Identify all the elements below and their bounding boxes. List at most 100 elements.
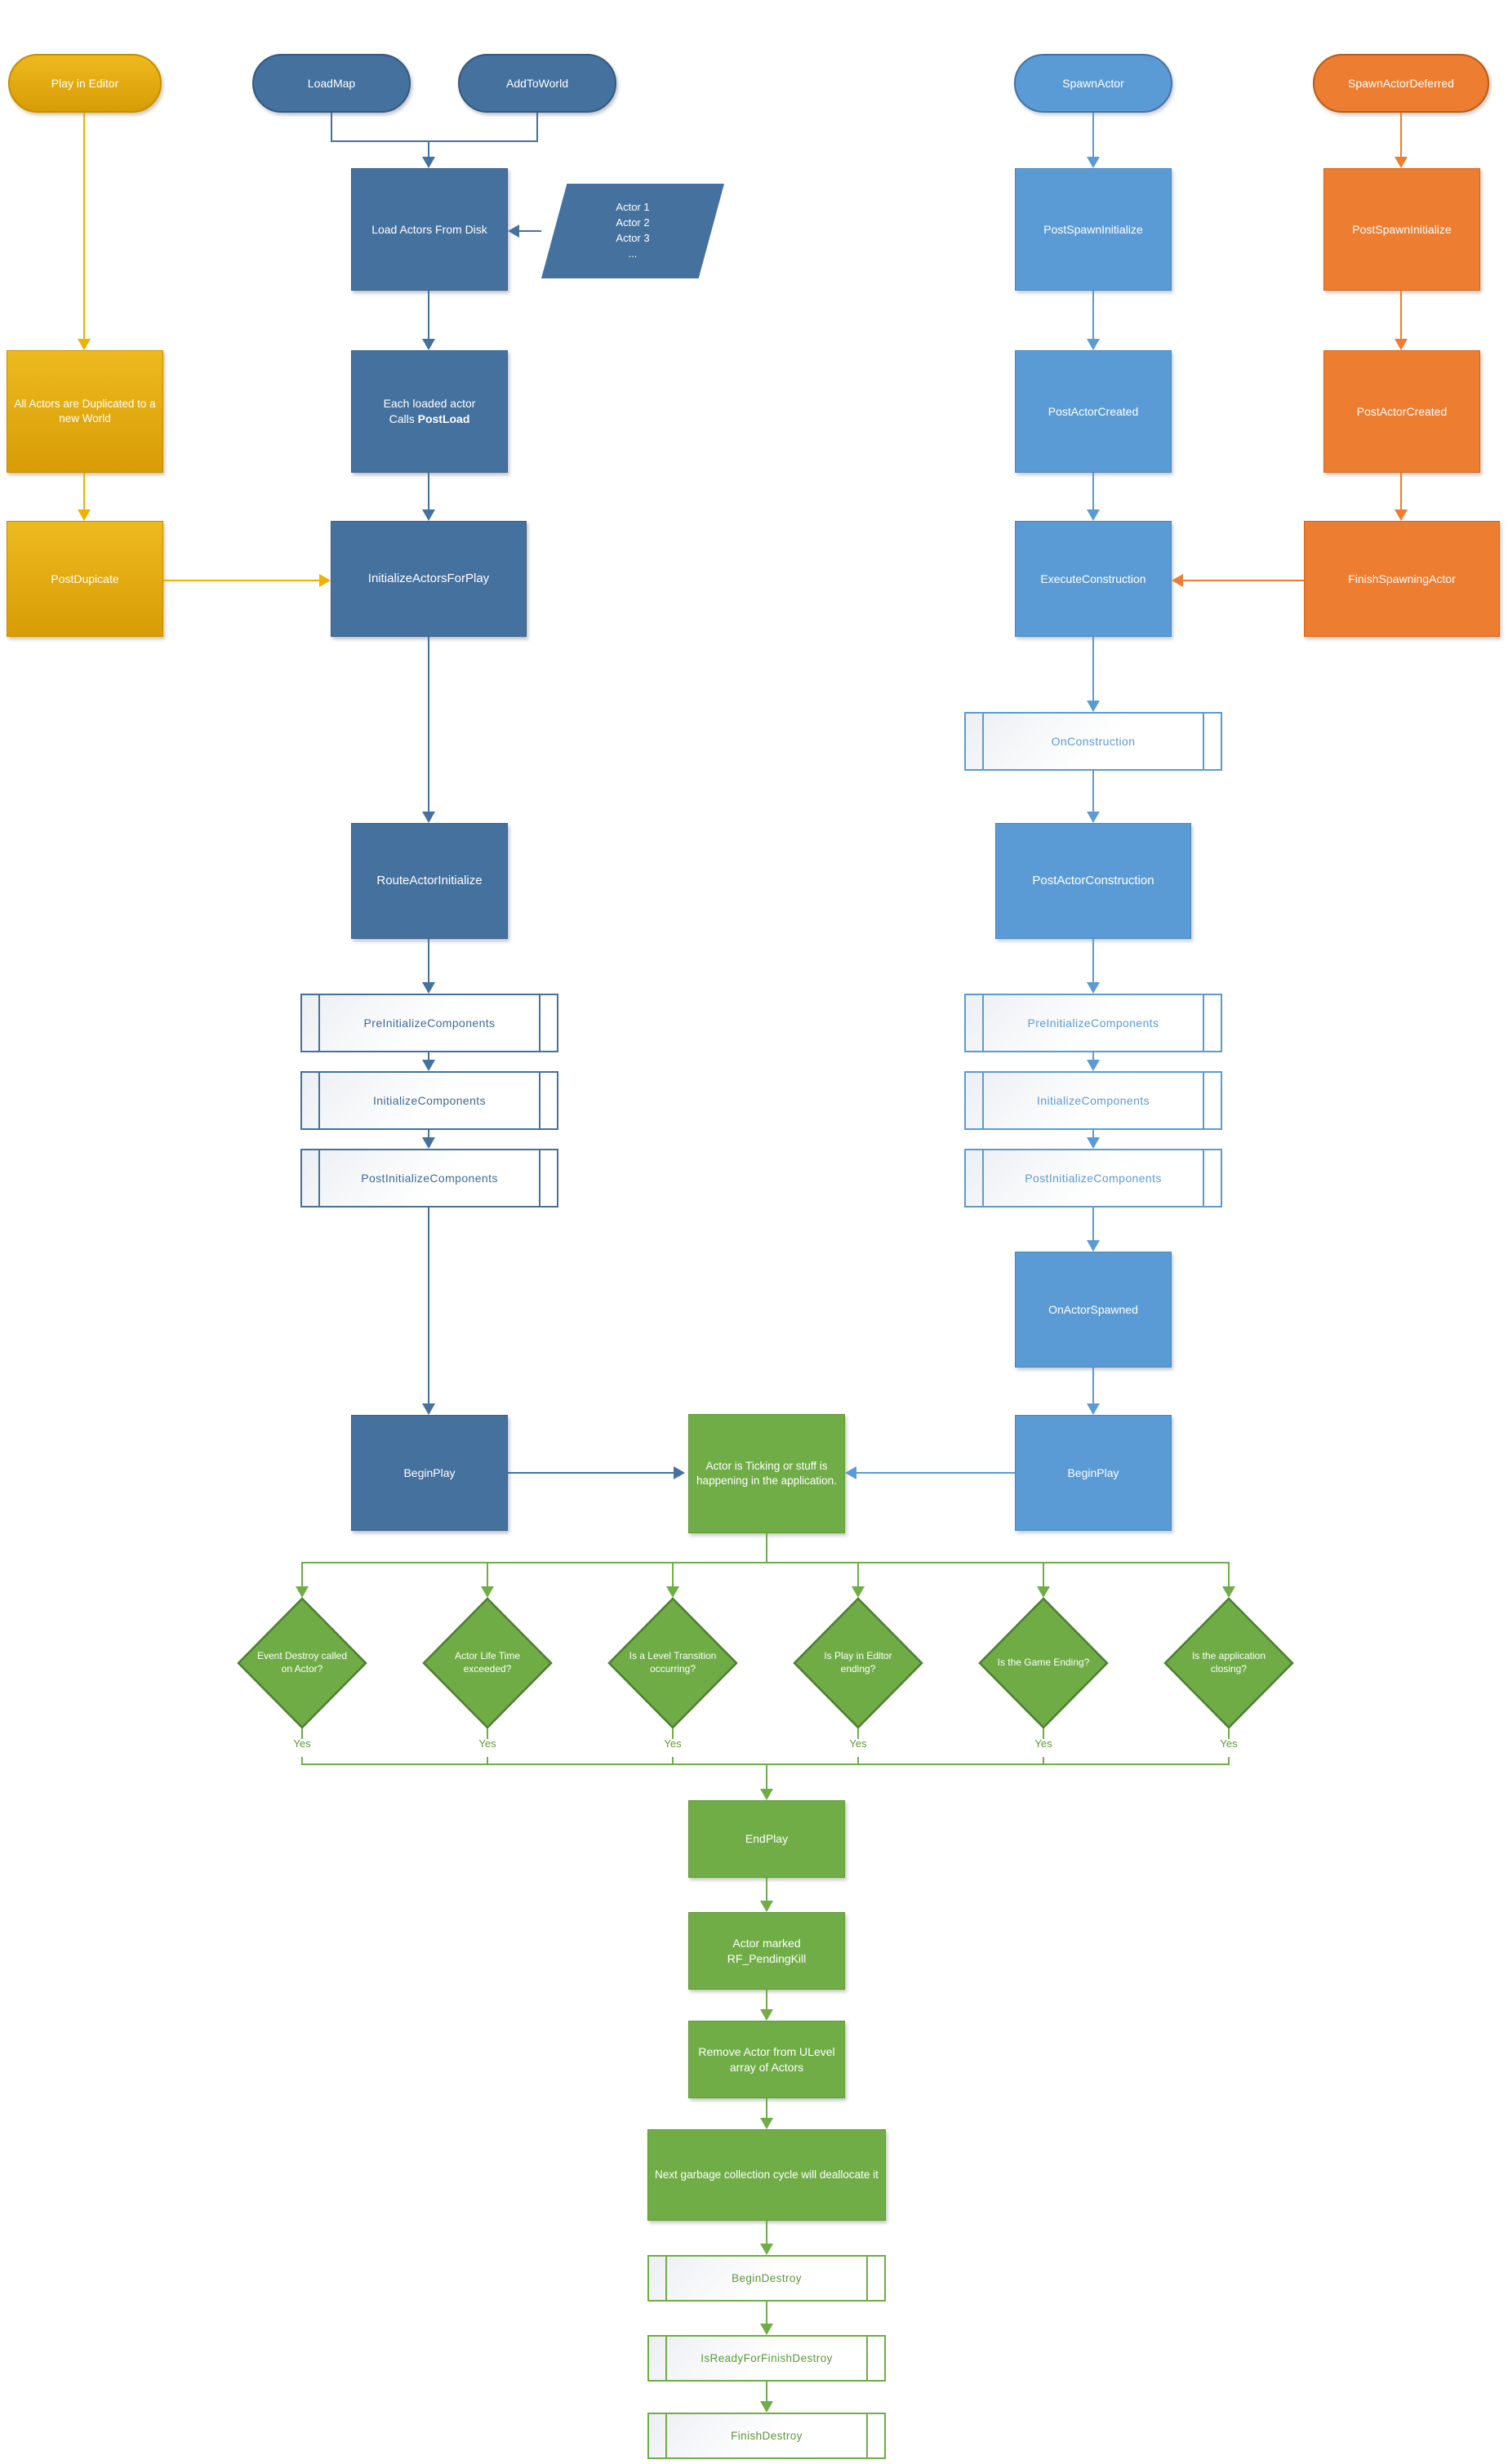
- connector: [1228, 1562, 1230, 1586]
- connector: [857, 1757, 859, 1763]
- decision-label: Is the Game Ending?: [997, 1657, 1090, 1669]
- connector: [487, 1757, 488, 1763]
- node-begin-play-left: BeginPlay: [351, 1415, 508, 1531]
- connector: [1092, 1208, 1094, 1240]
- arrow-down-icon: [1087, 157, 1100, 168]
- node-execute-construction: ExecuteConstruction: [1015, 521, 1172, 637]
- arrow-down-icon: [1222, 1586, 1235, 1598]
- calls-label: Calls: [389, 412, 418, 425]
- decision-label: Is a Level Transition occurring?: [629, 1650, 717, 1675]
- node-each-loaded-actor-postload: Each loaded actor Calls PostLoad: [351, 350, 508, 473]
- node-post-spawn-initialize-deferred: PostSpawnInitialize: [1323, 168, 1480, 291]
- arrow-down-icon: [1087, 1060, 1100, 1071]
- arrow-down-icon: [1087, 982, 1100, 994]
- connector: [766, 2221, 767, 2244]
- connector: [1043, 1757, 1044, 1763]
- arrow-left-icon: [508, 225, 519, 238]
- arrow-down-icon: [422, 339, 435, 350]
- arrow-down-icon: [852, 1586, 865, 1598]
- connector: [857, 1562, 859, 1586]
- connector: [672, 1728, 674, 1739]
- node-post-actor-construction: PostActorConstruction: [995, 823, 1191, 939]
- arrow-down-icon: [760, 1789, 773, 1800]
- connector: [83, 473, 85, 509]
- actor-list-item: Actor 3: [616, 232, 650, 244]
- node-pre-initialize-components-right: PreInitializeComponents: [964, 994, 1222, 1052]
- yes-label: Yes: [293, 1737, 311, 1750]
- node-post-initialize-components-right: PostInitializeComponents: [964, 1149, 1222, 1208]
- connector: [1092, 473, 1094, 509]
- arrow-down-icon: [760, 2401, 773, 2413]
- connector: [856, 1472, 1015, 1474]
- connector: [519, 230, 541, 232]
- decision-level-transition: Is a Level Transition occurring?: [607, 1597, 738, 1729]
- node-initialize-components-right: InitializeComponents: [964, 1071, 1222, 1130]
- connector: [428, 140, 429, 157]
- connector: [428, 637, 429, 812]
- connector: [672, 1562, 674, 1586]
- connector: [428, 473, 429, 509]
- node-pre-initialize-components-left: PreInitializeComponents: [300, 994, 558, 1052]
- connector: [766, 1763, 767, 1789]
- connector: [857, 1728, 859, 1739]
- connector: [1092, 637, 1094, 701]
- connector: [1400, 113, 1402, 157]
- arrow-down-icon: [760, 1901, 773, 1912]
- arrow-down-icon: [422, 982, 435, 994]
- node-on-actor-spawned: OnActorSpawned: [1015, 1252, 1172, 1368]
- connector: [331, 140, 538, 142]
- connector: [428, 1052, 429, 1060]
- arrow-down-icon: [481, 1586, 494, 1598]
- arrow-down-icon: [1087, 701, 1100, 712]
- connector: [766, 1878, 767, 1901]
- each-loaded-line1: Each loaded actor: [383, 397, 476, 411]
- connector: [331, 113, 332, 140]
- arrow-left-icon: [845, 1466, 856, 1479]
- arrow-down-icon: [422, 1060, 435, 1071]
- decision-label: Is the application closing?: [1191, 1650, 1266, 1675]
- node-finish-spawning-actor: FinishSpawningActor: [1304, 521, 1500, 637]
- arrow-down-icon: [296, 1586, 309, 1598]
- connector: [428, 939, 429, 982]
- yes-label: Yes: [849, 1737, 867, 1750]
- arrow-down-icon: [666, 1586, 679, 1598]
- node-play-in-editor: Play in Editor: [8, 54, 162, 113]
- arrow-down-icon: [760, 2324, 773, 2335]
- node-actor-list-parallelogram: Actor 1 Actor 2 Actor 3 ...: [541, 184, 724, 278]
- yes-label: Yes: [664, 1737, 682, 1750]
- decision-label: Is Play in Editor ending?: [824, 1650, 892, 1675]
- connector: [301, 1728, 303, 1739]
- connector: [301, 1562, 1230, 1563]
- arrow-down-icon: [1087, 1240, 1100, 1252]
- node-post-actor-created-deferred: PostActorCreated: [1323, 350, 1480, 473]
- connector: [508, 1472, 674, 1474]
- arrow-down-icon: [1087, 339, 1100, 350]
- node-post-initialize-components-left: PostInitializeComponents: [300, 1149, 558, 1208]
- yes-label: Yes: [478, 1737, 496, 1750]
- node-route-actor-initialize: RouteActorInitialize: [351, 823, 508, 939]
- connector: [1092, 939, 1094, 982]
- node-begin-play-right: BeginPlay: [1015, 1415, 1172, 1531]
- decision-event-destroy: Event Destroy called on Actor?: [237, 1597, 367, 1729]
- node-actor-is-ticking: Actor is Ticking or stuff is happening i…: [688, 1414, 845, 1533]
- arrow-down-icon: [760, 2009, 773, 2021]
- arrow-down-icon: [760, 2118, 773, 2129]
- decision-pie-ending: Is Play in Editor ending?: [793, 1597, 923, 1729]
- node-on-construction: OnConstruction: [964, 712, 1222, 771]
- connector: [1043, 1728, 1044, 1739]
- node-add-to-world: AddToWorld: [458, 54, 616, 113]
- arrow-down-icon: [422, 1137, 435, 1149]
- node-load-actors-from-disk: Load Actors From Disk: [351, 168, 508, 291]
- arrow-right-icon: [674, 1466, 685, 1479]
- node-begin-destroy: BeginDestroy: [647, 2255, 886, 2302]
- connector: [672, 1757, 674, 1763]
- decision-label: Actor Life Time exceeded?: [454, 1650, 521, 1675]
- node-post-duplicate: PostDupicate: [7, 521, 163, 637]
- connector: [487, 1562, 488, 1586]
- arrow-down-icon: [78, 509, 91, 521]
- arrow-down-icon: [78, 339, 91, 350]
- decision-life-time: Actor Life Time exceeded?: [422, 1597, 553, 1729]
- arrow-down-icon: [760, 2244, 773, 2255]
- decision-game-ending: Is the Game Ending?: [978, 1597, 1109, 1729]
